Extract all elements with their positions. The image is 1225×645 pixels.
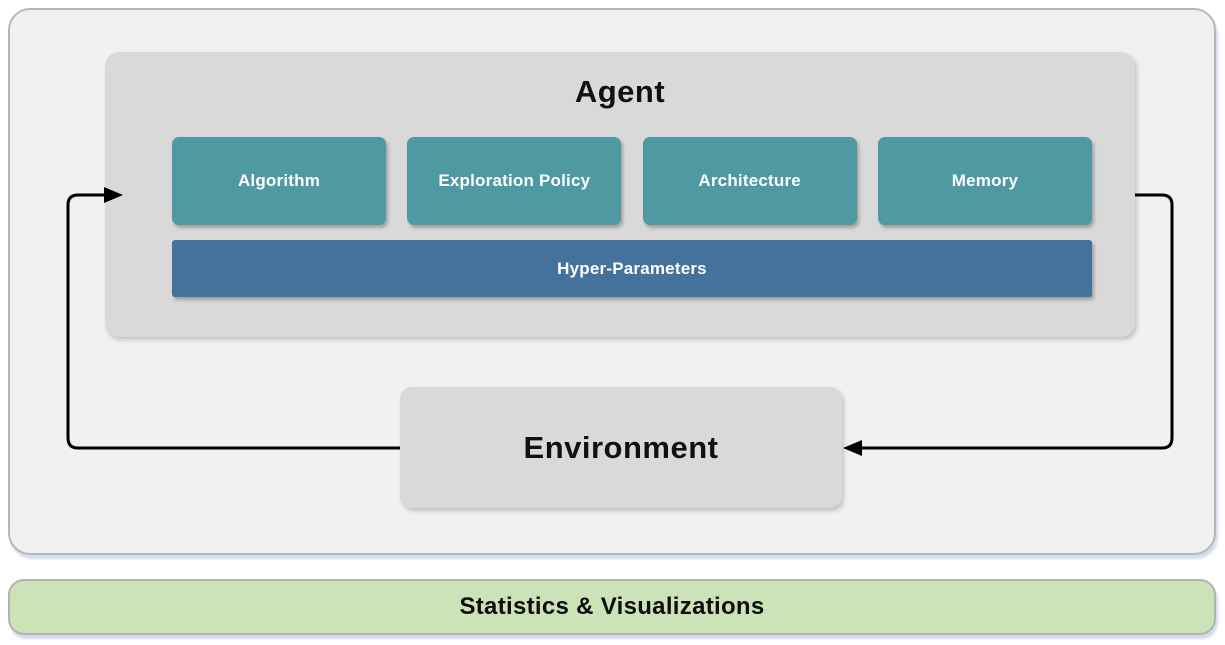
component-memory: Memory	[877, 137, 1092, 225]
component-algorithm: Algorithm	[172, 137, 386, 225]
agent-title: Agent	[574, 74, 666, 109]
environment-box: Environment	[400, 387, 842, 508]
agent-box: Agent Algorithm Exploration Policy Archi…	[105, 52, 1135, 337]
agent-component-row: Algorithm Exploration Policy Architectur…	[172, 137, 1092, 225]
component-exploration-policy: Exploration Policy	[407, 137, 622, 225]
component-architecture: Architecture	[642, 137, 857, 225]
hyper-parameters-bar: Hyper-Parameters	[172, 240, 1092, 297]
statistics-visualizations-bar: Statistics & Visualizations	[8, 579, 1216, 635]
